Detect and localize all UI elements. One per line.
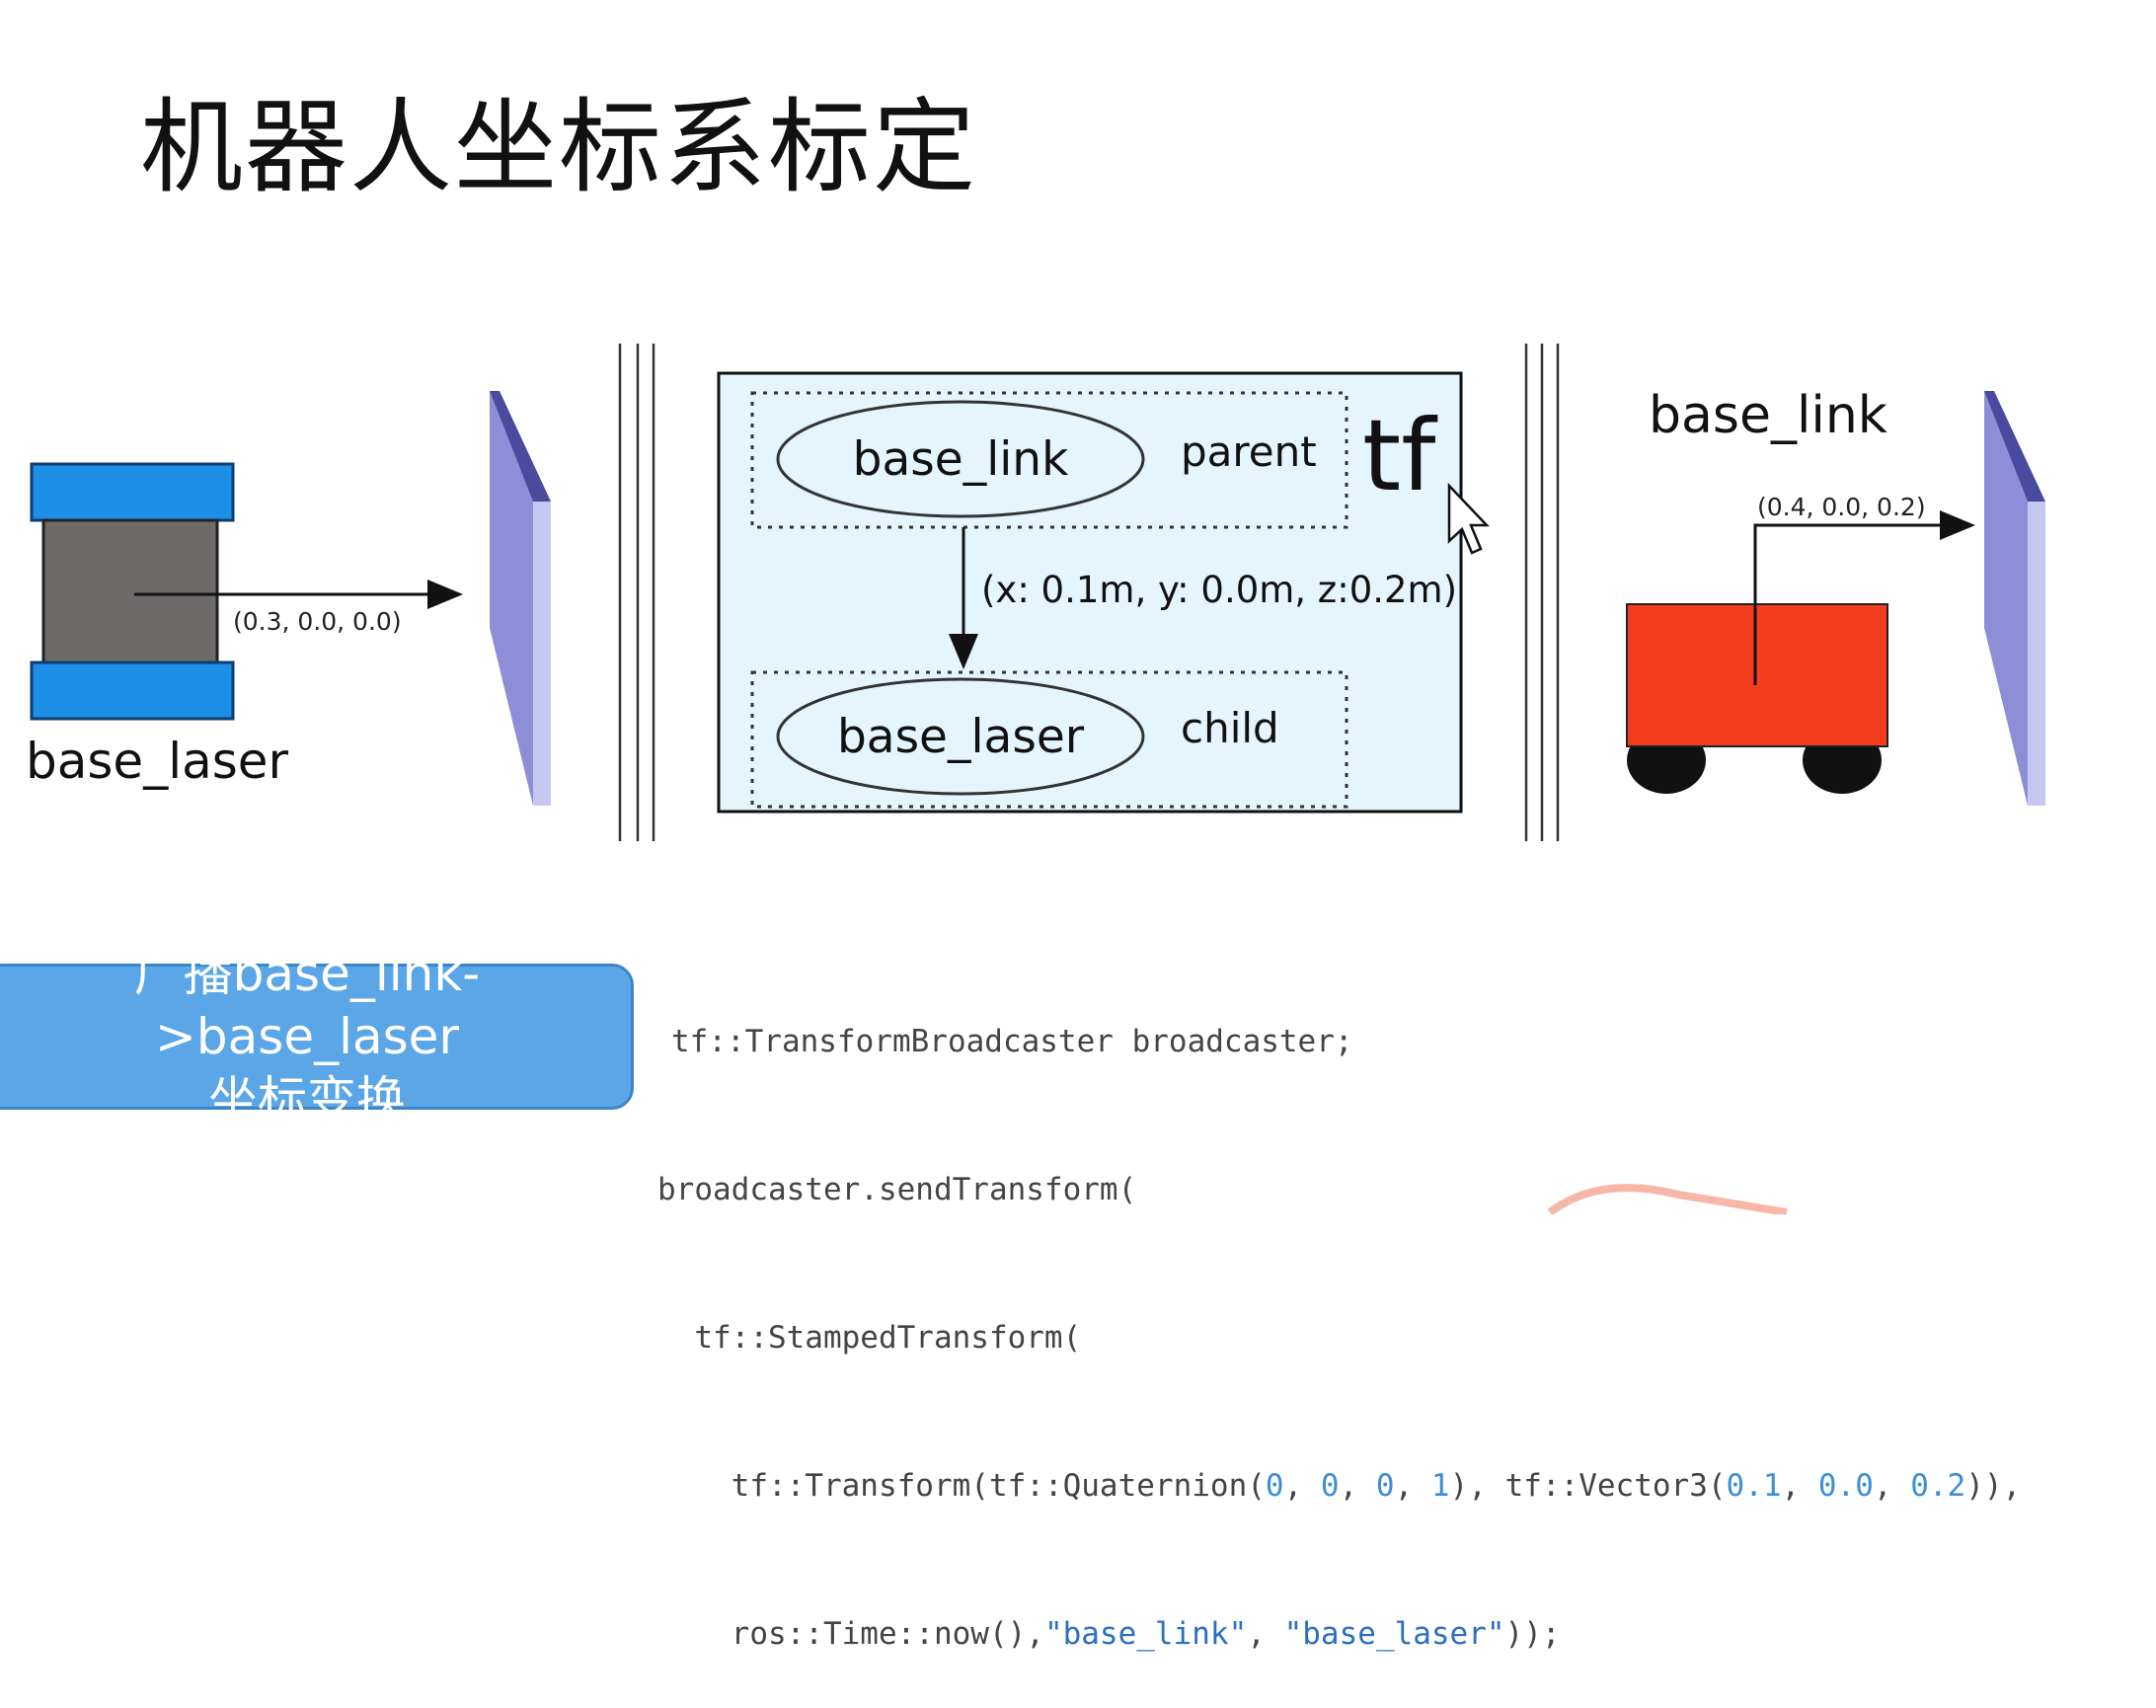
code-block: tf::TransformBroadcaster broadcaster; br… xyxy=(657,918,2021,1708)
right-wall-edge xyxy=(1984,391,2045,502)
cursor-icon xyxy=(1447,482,1490,555)
slide-title: 机器人坐标系标定 xyxy=(140,87,978,207)
left-wall-front xyxy=(490,391,533,806)
separator-right xyxy=(1524,344,1560,841)
parent-node-ellipse xyxy=(776,400,1145,518)
parent-frame-box xyxy=(750,391,1348,529)
tf-diagram: (0.3, 0.0, 0.0) base_laser base_link bas… xyxy=(26,344,2045,841)
separator-left xyxy=(618,344,655,841)
right-wall xyxy=(1984,391,2045,806)
child-frame-box xyxy=(750,670,1348,809)
parent-node-label: base_link xyxy=(853,432,1069,487)
left-wall-edge xyxy=(490,391,551,502)
right-wall-front xyxy=(1984,391,2028,806)
left-wall xyxy=(490,391,551,806)
left-robot-label: base_laser xyxy=(26,733,289,790)
child-tag: child xyxy=(1181,704,1279,752)
left-vector-label: (0.3, 0.0, 0.0) xyxy=(233,607,402,636)
child-node-label: base_laser xyxy=(837,710,1085,764)
tf-box: base_link base_laser parent child tf (x:… xyxy=(717,371,1463,814)
right-robot-label: base_link xyxy=(1649,386,1887,445)
right-vector-arrow xyxy=(1753,510,1975,685)
callout-line1: 广播base_link->base_laser xyxy=(133,945,481,1065)
left-robot-body xyxy=(41,518,219,664)
right-robot: base_link (0.4, 0.0, 0.2) xyxy=(1626,386,1975,794)
right-robot-body xyxy=(1626,603,1888,747)
decorative-swoosh xyxy=(1547,1184,1788,1214)
code-line-5: ros::Time::now(),"base_link", "base_lase… xyxy=(657,1616,1561,1652)
left-robot: (0.3, 0.0, 0.0) base_laser xyxy=(26,462,463,790)
callout-line2: 坐标变换 xyxy=(208,1071,406,1128)
code-line-1: tf::TransformBroadcaster broadcaster; xyxy=(671,1024,1353,1059)
offset-label: (x: 0.1m, y: 0.0m, z:0.2m) xyxy=(981,569,1457,611)
left-robot-top-wheel xyxy=(30,462,235,522)
code-line-3: tf::StampedTransform( xyxy=(657,1320,1082,1356)
child-node-ellipse xyxy=(776,677,1145,796)
left-robot-bottom-wheel xyxy=(30,660,235,721)
tf-box-frame xyxy=(717,371,1463,814)
right-vector-label: (0.4, 0.0, 0.2) xyxy=(1757,493,1926,521)
code-line-4: tf::Transform(tf::Quaternion(0, 0, 0, 1)… xyxy=(657,1468,2022,1504)
callout-box: 广播base_link->base_laser 坐标变换 xyxy=(0,945,634,1128)
parent-tag: parent xyxy=(1181,427,1317,476)
tf-label: tf xyxy=(1362,398,1438,513)
code-line-2: broadcaster.sendTransform( xyxy=(657,1172,1137,1207)
